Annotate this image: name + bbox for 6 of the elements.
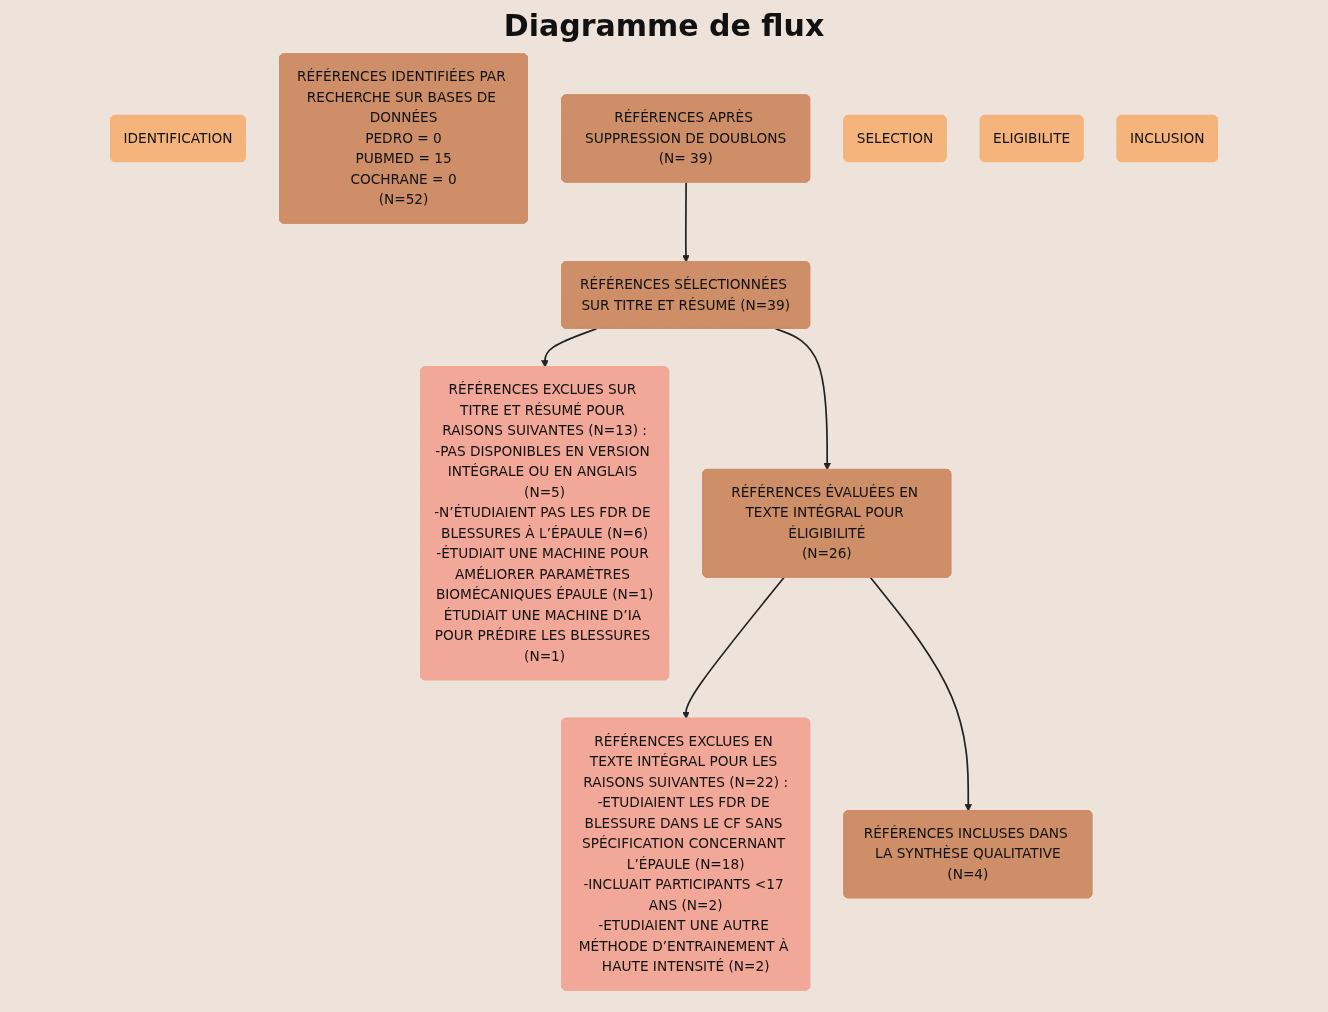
arrow [869, 576, 973, 812]
arrow [682, 576, 785, 719]
arrow [541, 327, 598, 368]
arrow [774, 327, 831, 471]
diagram-title: Diagramme de flux [503, 8, 825, 43]
arrow [682, 181, 690, 263]
